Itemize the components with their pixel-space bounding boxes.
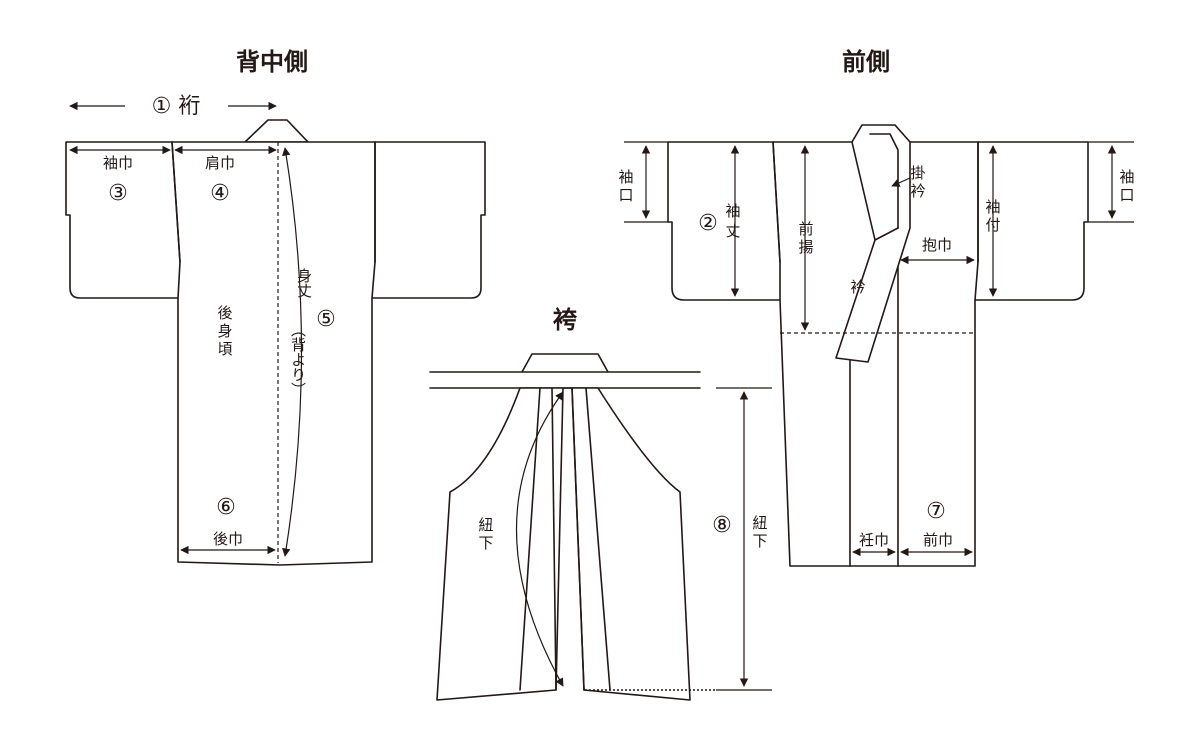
back-right-sleeve — [372, 141, 486, 299]
ushirohaba-label: 後巾 — [213, 530, 243, 548]
hakama-left-leg — [436, 387, 564, 701]
maehaba-label: 前巾 — [923, 531, 953, 549]
back-view-title: 背中側 — [236, 48, 308, 76]
front-left-sleeve — [667, 141, 780, 301]
sodehaba-number: ③ — [108, 181, 128, 206]
back-collar — [244, 119, 309, 143]
katahaba-label: 肩巾 — [205, 154, 235, 172]
hakama-view: 袴 紐 下 ⑧ 紐 下 — [429, 306, 772, 701]
maeage-char-2: 揚 — [798, 238, 813, 256]
ushiromigoro-char-1: 後 — [217, 304, 232, 322]
front-view-title: 前側 — [842, 48, 890, 76]
eri-label: 衿 — [850, 278, 865, 296]
sodeguchi-left-char-1: 袖 — [618, 168, 633, 186]
himoshita-right-char-2: 下 — [752, 532, 767, 550]
himoshita-number: ⑧ — [712, 513, 732, 538]
hakama-pleat-3 — [571, 387, 585, 691]
kakeeri-char-2: 衿 — [910, 182, 925, 200]
hakama-pleat-1 — [519, 387, 541, 691]
back-view: 背中側 ① 裄 袖巾 ③ 肩巾 ④ 身丈 ⑤ （背より） 後 身 — [65, 48, 486, 566]
front-right-sleeve — [975, 141, 1089, 301]
sodetake-char-1: 袖 — [725, 202, 740, 220]
maehaba-number: ⑦ — [926, 499, 946, 524]
hakama-right-leg — [562, 387, 691, 701]
mitake-number: ⑤ — [316, 307, 336, 332]
kakeeri-end — [874, 227, 899, 241]
himoshita-left-char-1: 紐 — [478, 516, 493, 534]
sodetsuke-char-2: 付 — [985, 216, 1000, 234]
hakama-koshiita — [521, 353, 609, 373]
sodeguchi-right-char-1: 袖 — [1119, 168, 1134, 186]
kakeeri-char-1: 掛 — [910, 164, 925, 182]
sodetsuke-char-1: 袖 — [985, 198, 1000, 216]
dakihaba-label: 抱巾 — [922, 236, 952, 254]
sodeguchi-left-char-2: 口 — [618, 186, 633, 204]
ushiromigoro-char-3: 頃 — [217, 340, 232, 358]
sodehaba-label: 袖巾 — [103, 154, 133, 172]
sodeguchi-right-char-2: 口 — [1119, 186, 1134, 204]
okumihaba-label: 衽巾 — [859, 531, 889, 549]
back-left-seam — [171, 141, 181, 263]
sodetake-number: ② — [698, 211, 718, 236]
mitake-arrow — [282, 147, 303, 557]
sodetake-char-2: 丈 — [725, 222, 740, 240]
yuki-label: ① 裄 — [152, 94, 201, 119]
kakeeri-arrow — [891, 177, 911, 187]
back-body — [171, 141, 376, 566]
hakama-title: 袴 — [553, 306, 578, 334]
kakeeri-line — [869, 133, 899, 229]
mitake-label-2: （背より） — [289, 322, 307, 397]
ushirohaba-number: ⑥ — [216, 495, 236, 520]
himoshita-right-char-1: 紐 — [752, 514, 767, 532]
katahaba-number: ④ — [210, 181, 230, 206]
front-view: 前側 袖 口 ② 袖 丈 前 揚 掛 衿 — [618, 48, 1135, 567]
front-left-seam — [772, 141, 781, 263]
himoshita-inner-arrow — [516, 391, 564, 687]
hakama-pleat-4 — [585, 387, 611, 691]
maeage-char-1: 前 — [798, 220, 813, 238]
himoshita-left-char-2: 下 — [478, 534, 493, 552]
ushiromigoro-char-2: 身 — [217, 322, 232, 340]
back-left-sleeve — [65, 141, 180, 299]
